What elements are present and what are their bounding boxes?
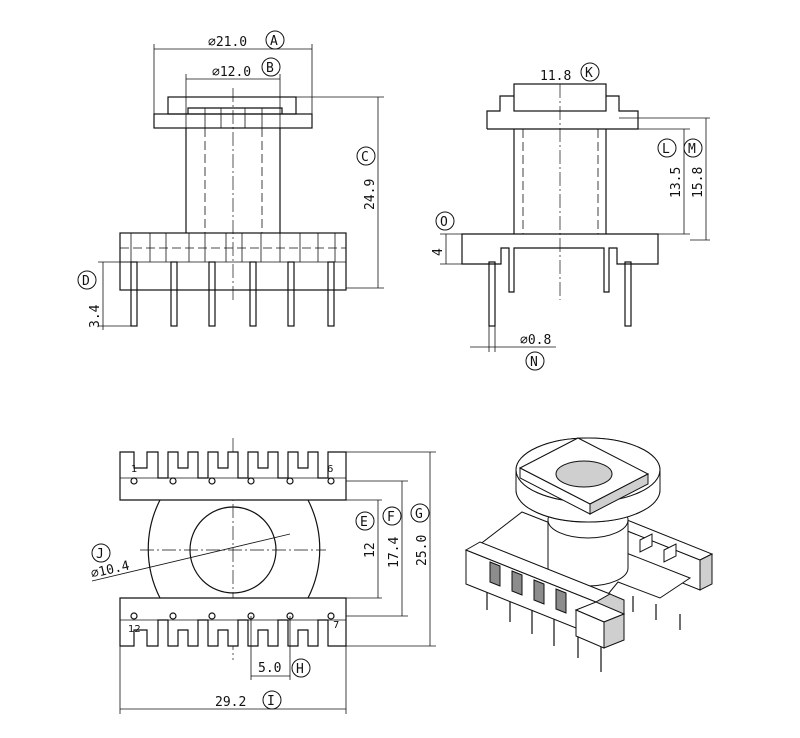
dim-f-label: F (387, 510, 395, 525)
dim-b-label: B (266, 61, 274, 76)
dim-a-value: ⌀21.0 (208, 35, 247, 50)
dim-k-value: 11.8 (540, 69, 571, 84)
dim-m-value: 15.8 (691, 167, 706, 198)
side-view: 11.8 K 13.5 L 15.8 M 4 O ⌀0.8 N (431, 62, 710, 371)
dim-g-value: 25.0 (415, 535, 430, 566)
dim-c-value: 24.9 (363, 179, 378, 210)
dim-n-label: N (530, 355, 538, 370)
dim-c-label: C (361, 150, 369, 165)
dim-n-value: ⌀0.8 (520, 333, 551, 348)
dim-e-value: 12 (363, 542, 378, 558)
dim-m-label: M (688, 142, 696, 157)
dim-l-value: 13.5 (669, 167, 684, 198)
dim-h-label: H (296, 662, 304, 677)
dim-i-label: I (267, 694, 275, 709)
dim-h-value: 5.0 (258, 661, 281, 676)
dim-d-label: D (82, 274, 90, 289)
dim-o-value: 4 (431, 248, 446, 256)
front-view: ⌀21.0 A ⌀12.0 B 24.9 C 3.4 D (77, 30, 384, 330)
dim-d-value: 3.4 (88, 304, 103, 328)
pin-label-bottom-left: 12 (128, 624, 141, 635)
dim-a-label: A (270, 34, 278, 49)
pin-label-bottom-right: 7 (333, 620, 339, 631)
dim-f-value: 17.4 (387, 537, 402, 568)
front-pins (130, 261, 335, 327)
pin-label-top-right: 6 (327, 464, 333, 475)
isometric-view (464, 437, 714, 672)
dim-b-value: ⌀12.0 (212, 65, 251, 80)
dim-g-label: G (415, 507, 423, 522)
pin-label-top-left: 1 (131, 464, 137, 475)
dim-i-value: 29.2 (215, 695, 246, 710)
dim-k-label: K (585, 66, 593, 81)
bottom-view: 1 6 12 7 12 E 17.4 F 25.0 (90, 438, 436, 714)
dim-j-label: J (96, 547, 104, 562)
top-pin-holes (130, 477, 335, 485)
dim-o-label: O (440, 215, 448, 230)
dim-l-label: L (662, 142, 670, 157)
dim-e-label: E (360, 515, 368, 530)
iso-front-slots (489, 561, 567, 614)
